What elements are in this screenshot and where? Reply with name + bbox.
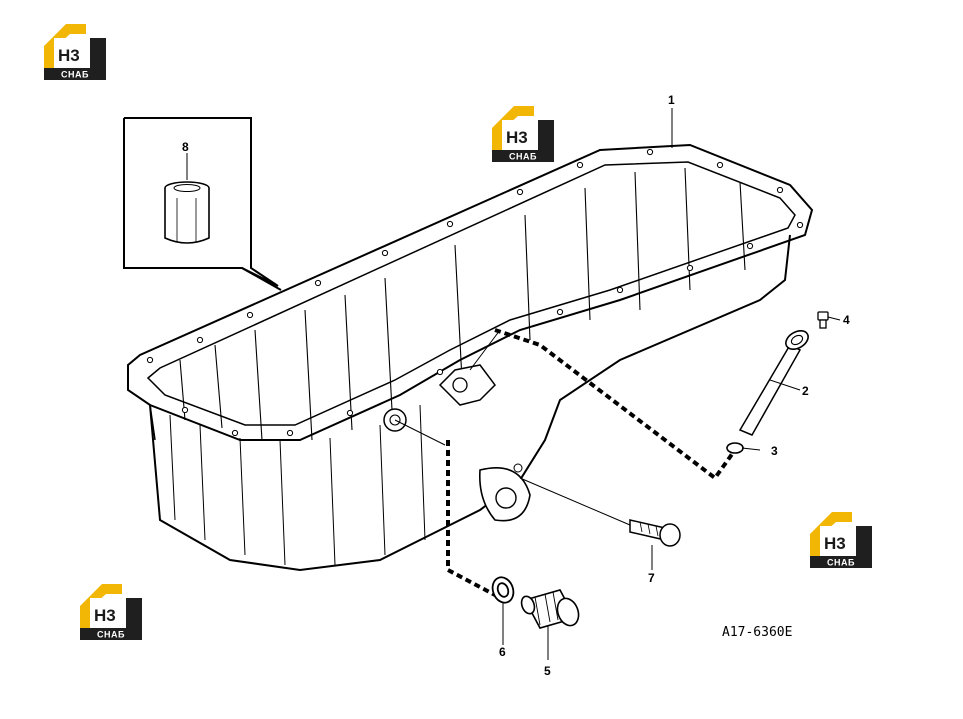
callout-2: 2 — [802, 384, 809, 398]
brand-logo-top-text: H3 — [824, 534, 846, 553]
callout-6: 6 — [499, 645, 506, 659]
callout-3: 3 — [771, 444, 778, 458]
detail-inset-box — [123, 117, 282, 291]
callout-4: 4 — [843, 313, 850, 327]
dipstick-part — [738, 330, 809, 436]
callout-7: 7 — [648, 571, 655, 585]
small-bolt-part — [817, 311, 829, 329]
brand-logo-bottom-text: СНАБ — [509, 152, 537, 162]
dipstick-tube-route — [494, 328, 737, 481]
flange-bolt-holes — [146, 148, 804, 437]
callout-labels: 1 2 3 4 5 6 7 8 — [182, 93, 850, 678]
callout-8: 8 — [182, 140, 189, 154]
drain-plug-route — [446, 440, 496, 597]
oil-pan — [127, 143, 814, 572]
brand-logo-top-text: H3 — [58, 46, 80, 65]
brand-logo-bottom-text: СНАБ — [97, 630, 125, 640]
brand-logo-bottom-text: СНАБ — [827, 558, 855, 568]
washer-part — [491, 576, 515, 604]
callout-1: 1 — [668, 93, 675, 107]
brand-logo-bottom-text: СНАБ — [61, 70, 89, 80]
bolt-part — [629, 519, 681, 547]
callout-5: 5 — [544, 664, 551, 678]
drain-plug-part — [520, 589, 580, 629]
o-ring-part — [726, 442, 744, 454]
brand-logo-top-text: H3 — [506, 128, 528, 147]
reference-code: A17-6360E — [722, 625, 792, 640]
dowel-sleeve-part — [164, 153, 210, 244]
brand-logo-top-text: H3 — [94, 606, 116, 625]
leader-lines — [394, 108, 841, 660]
